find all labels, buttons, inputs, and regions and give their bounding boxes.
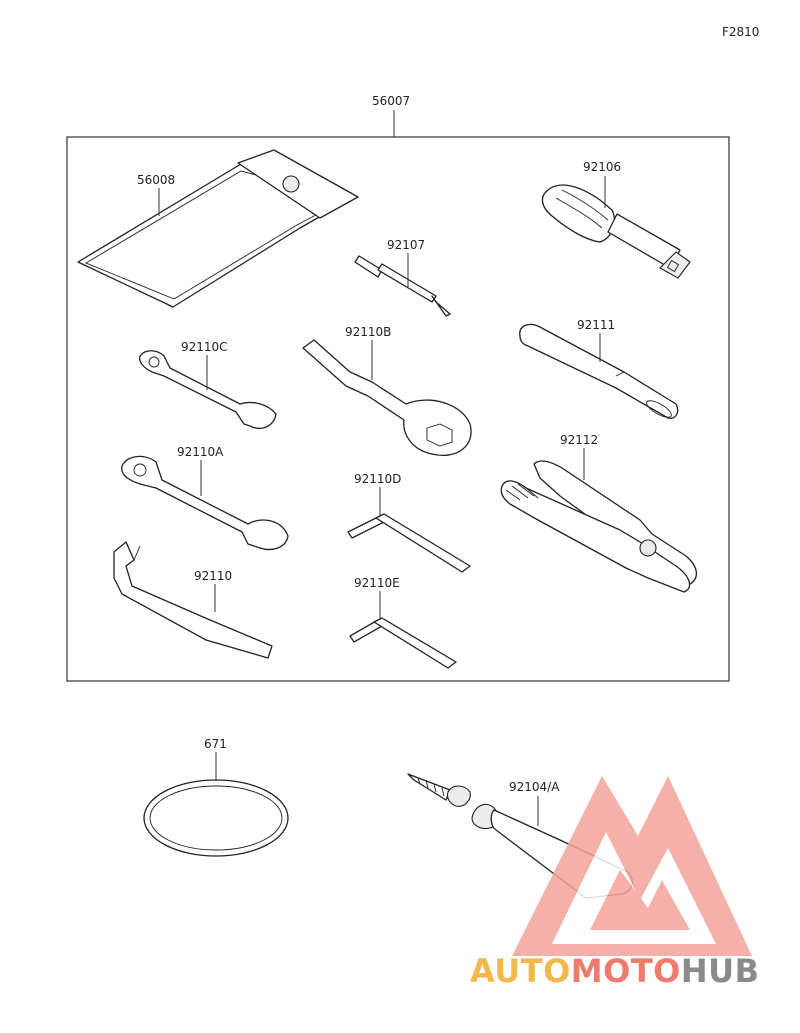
label-wrench-c: 92110C — [181, 340, 228, 354]
wrench-a-part — [121, 455, 289, 551]
watermark-triangle-core — [590, 870, 690, 930]
screwdriver-handle-part — [541, 184, 691, 279]
label-screwdriver-handle: 92106 — [583, 160, 621, 174]
screwdriver-bit-part — [354, 255, 451, 317]
label-box-wrench: 92110B — [345, 325, 391, 339]
label-pliers: 92112 — [560, 433, 598, 447]
label-spanner: 92110 — [194, 569, 232, 583]
watermark-logo — [512, 776, 752, 956]
watermark-auto: AUTO — [470, 952, 571, 990]
label-kit: 56007 — [372, 94, 410, 108]
label-hex-key-d: 92110D — [354, 472, 401, 486]
spanner-part — [113, 541, 273, 659]
hex-key-e-part — [349, 617, 457, 669]
figure-code: F2810 — [722, 25, 759, 39]
label-case: 56008 — [137, 173, 175, 187]
watermark-text: AUTOMOTOHUB — [470, 952, 760, 990]
label-o-ring: 671 — [204, 737, 227, 751]
label-wrench-a: 92110A — [177, 445, 224, 459]
extension-pipe-part — [519, 323, 679, 419]
o-ring-part — [143, 779, 289, 857]
watermark-moto: MOTO — [571, 952, 681, 990]
hex-key-d-part — [347, 513, 471, 573]
box-wrench-part — [302, 339, 472, 456]
wrench-c-part — [138, 350, 277, 429]
pliers-part — [500, 460, 697, 593]
label-sealant: 92104/A — [509, 780, 560, 794]
tool-case-part — [77, 149, 359, 308]
label-extension-pipe: 92111 — [577, 318, 615, 332]
watermark-hub: HUB — [681, 952, 760, 990]
label-screwdriver-bit: 92107 — [387, 238, 425, 252]
tool-kit-frame — [66, 136, 730, 682]
label-hex-key-e: 92110E — [354, 576, 400, 590]
